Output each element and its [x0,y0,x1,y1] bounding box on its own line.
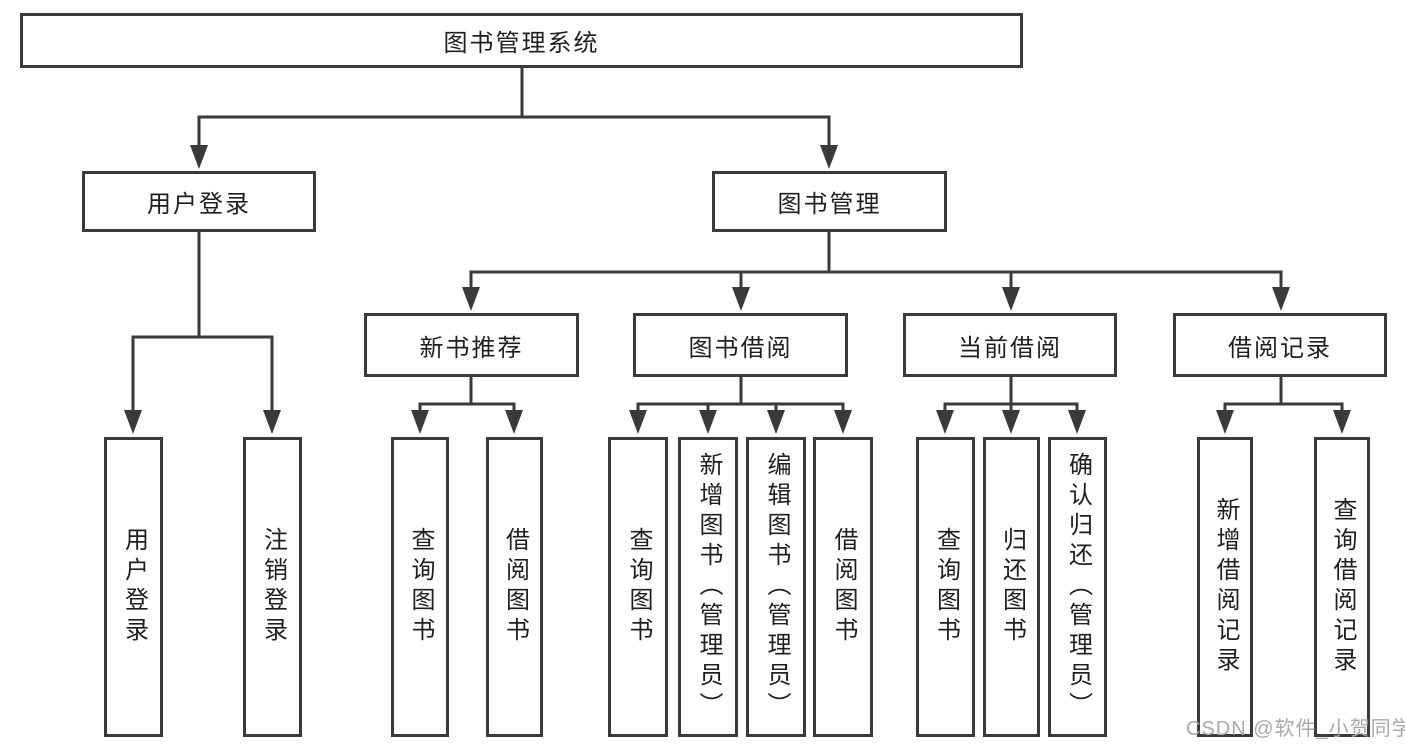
leaf-add-borrow-record: 新增借阅记录 [1197,437,1253,737]
node-new-book-recommend: 新书推荐 [364,313,579,377]
leaf-edit-book-admin: 编辑图书（管理员） [746,437,806,737]
leaf-user-login: 用户登录 [104,437,163,737]
leaf-label: 归还图书 [998,527,1026,647]
node-borrow-records: 借阅记录 [1173,313,1387,377]
node-current-borrow: 当前借阅 [903,313,1117,377]
leaf-confirm-return-admin: 确认归还（管理员） [1048,437,1107,737]
leaf-query-books-recommend: 查询图书 [391,437,449,737]
leaf-label: 查询图书 [625,527,652,647]
node-label: 图书管理 [777,191,882,218]
node-label: 借阅记录 [1228,334,1332,362]
leaf-query-books-borrow: 查询图书 [608,437,668,737]
leaf-logout: 注销登录 [243,437,302,737]
leaf-borrow-books-recommend: 借阅图书 [486,437,543,737]
leaf-borrow-books: 借阅图书 [813,437,873,737]
leaf-label: 用户登录 [120,527,148,647]
watermark: CSDN @软件_小贺同学 [1186,718,1405,740]
leaf-label: 新增图书（管理员） [695,452,722,722]
leaf-label: 借阅图书 [501,527,529,647]
leaf-add-book-admin: 新增图书（管理员） [678,437,738,737]
leaf-label: 查询借阅记录 [1329,497,1356,677]
leaf-label: 确认归还（管理员） [1064,452,1092,722]
node-book-borrow: 图书借阅 [633,313,848,377]
arrowheads [124,145,1351,434]
leaf-query-books-current: 查询图书 [916,437,975,737]
node-label: 图书管理系统 [443,30,600,57]
leaf-label: 注销登录 [259,527,287,647]
leaf-label: 查询图书 [932,527,960,647]
leaf-return-books: 归还图书 [983,437,1040,737]
leaf-label: 新增借阅记录 [1212,497,1239,677]
leaf-label: 借阅图书 [830,527,857,647]
node-user-login: 用户登录 [82,171,316,232]
node-label: 用户登录 [147,191,251,218]
leaf-label: 编辑图书（管理员） [763,452,790,722]
node-label: 图书借阅 [688,334,793,362]
node-library-system: 图书管理系统 [20,13,1023,68]
node-book-management: 图书管理 [712,171,947,232]
leaf-query-borrow-record: 查询借阅记录 [1314,437,1370,737]
node-label: 新书推荐 [419,334,524,362]
leaf-label: 查询图书 [407,527,434,647]
node-label: 当前借阅 [958,334,1062,362]
